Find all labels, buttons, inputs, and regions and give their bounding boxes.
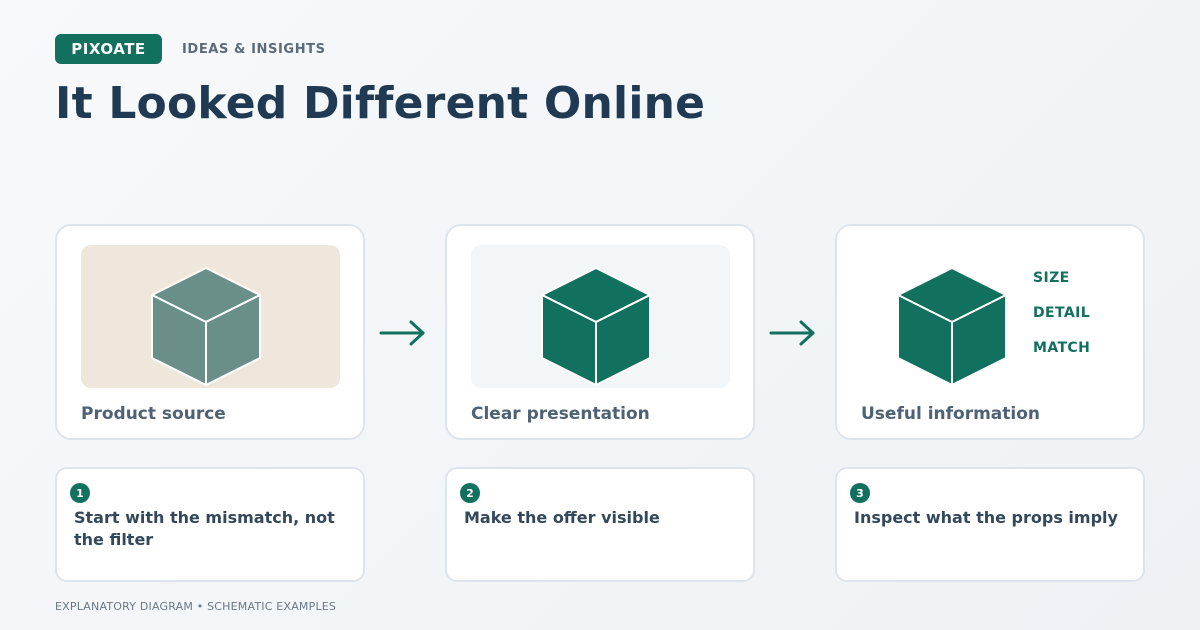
card-image-panel — [471, 245, 730, 388]
card-useful-information: SIZE DETAIL MATCH Useful information — [835, 224, 1145, 440]
step-text: Start with the mismatch, not the filter — [74, 508, 335, 549]
step-card-3: 3 Inspect what the props imply — [835, 467, 1145, 582]
card-image-panel — [81, 245, 340, 388]
page-title: It Looked Different Online — [55, 78, 706, 129]
card-caption: Useful information — [861, 404, 1041, 424]
arrow-right-icon — [379, 320, 425, 346]
attribute-list: SIZE DETAIL MATCH — [1033, 270, 1090, 375]
step-text: Inspect what the props imply — [854, 508, 1118, 527]
arrow-right-icon — [769, 320, 815, 346]
step-card-2: 2 Make the offer visible — [445, 467, 755, 582]
step-number-badge: 2 — [460, 483, 480, 503]
cube-icon — [897, 268, 1007, 386]
step-text: Make the offer visible — [464, 508, 660, 527]
card-product-source: Product source — [55, 224, 365, 440]
card-caption: Product source — [81, 404, 226, 424]
footer-note: EXPLANATORY DIAGRAM • SCHEMATIC EXAMPLES — [55, 600, 337, 613]
attribute-size: SIZE — [1033, 270, 1070, 286]
step-number-badge: 3 — [850, 483, 870, 503]
brand-tagline: IDEAS & INSIGHTS — [182, 42, 326, 57]
card-clear-presentation: Clear presentation — [445, 224, 755, 440]
attribute-detail: DETAIL — [1033, 305, 1091, 321]
brand-badge: PIXOATE — [55, 34, 162, 64]
cube-icon — [151, 268, 261, 386]
attribute-match: MATCH — [1033, 340, 1091, 356]
step-number-badge: 1 — [70, 483, 90, 503]
card-caption: Clear presentation — [471, 404, 650, 424]
cube-icon — [541, 268, 651, 386]
step-card-1: 1 Start with the mismatch, not the filte… — [55, 467, 365, 582]
